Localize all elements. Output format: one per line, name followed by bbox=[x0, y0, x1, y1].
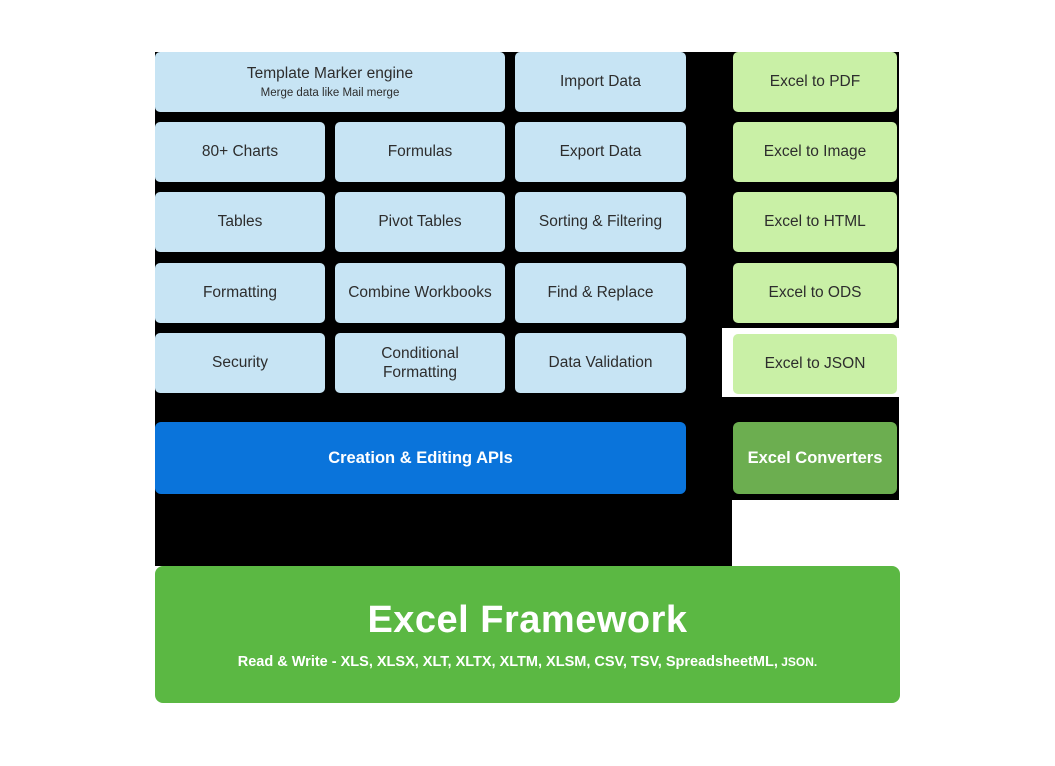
feature-box-combine-workbooks: Combine Workbooks bbox=[335, 263, 505, 323]
feature-label: Pivot Tables bbox=[378, 213, 462, 231]
converter-label: Excel to JSON bbox=[764, 355, 866, 373]
feature-box-find-replace: Find & Replace bbox=[515, 263, 686, 323]
feature-box-pivot-tables: Pivot Tables bbox=[335, 192, 505, 252]
feature-label: Conditional Formatting bbox=[381, 344, 459, 381]
feature-box-data-validation: Data Validation bbox=[515, 333, 686, 393]
feature-box-charts: 80+ Charts bbox=[155, 122, 325, 182]
converter-label: Excel to Image bbox=[763, 143, 867, 161]
feature-label: Find & Replace bbox=[547, 284, 654, 302]
feature-label: Formatting bbox=[202, 284, 278, 302]
feature-label: Template Marker engine bbox=[246, 64, 414, 82]
feature-label: Tables bbox=[217, 213, 263, 231]
feature-box-formatting: Formatting bbox=[155, 263, 325, 323]
feature-label: Sorting & Filtering bbox=[538, 213, 663, 231]
converter-box-excel-to-pdf: Excel to PDF bbox=[733, 52, 897, 112]
diagram-background-bottom bbox=[155, 500, 732, 566]
feature-label: Export Data bbox=[559, 143, 642, 161]
converter-box-excel-to-json: Excel to JSON bbox=[733, 334, 897, 394]
converter-label: Excel to HTML bbox=[764, 213, 866, 231]
excel-framework-box: Excel Framework Read & Write - XLS, XLSX… bbox=[155, 566, 900, 703]
feature-box-tables: Tables bbox=[155, 192, 325, 252]
feature-label: 80+ Charts bbox=[201, 143, 279, 161]
feature-box-formulas: Formulas bbox=[335, 122, 505, 182]
framework-subtitle: Read & Write - XLS, XLSX, XLT, XLTX, XLT… bbox=[238, 654, 817, 670]
excel-converters-banner: Excel Converters bbox=[733, 422, 897, 494]
converter-box-excel-to-html: Excel to HTML bbox=[733, 192, 897, 252]
feature-label: Combine Workbooks bbox=[348, 284, 492, 302]
banner-label: Excel Converters bbox=[747, 448, 883, 467]
framework-title: Excel Framework bbox=[367, 599, 688, 641]
feature-label: Security bbox=[212, 354, 268, 372]
feature-label: Import Data bbox=[560, 73, 641, 91]
converter-box-excel-to-ods: Excel to ODS bbox=[733, 263, 897, 323]
feature-sublabel: Merge data like Mail merge bbox=[260, 87, 400, 99]
converter-box-excel-to-image: Excel to Image bbox=[733, 122, 897, 182]
feature-label: Formulas bbox=[387, 143, 453, 161]
feature-box-conditional-formatting: Conditional Formatting bbox=[335, 333, 505, 393]
creation-editing-apis-banner: Creation & Editing APIs bbox=[155, 422, 686, 494]
feature-box-sorting-filtering: Sorting & Filtering bbox=[515, 192, 686, 252]
feature-label: Data Validation bbox=[548, 354, 653, 372]
framework-subtitle-suffix: JSON. bbox=[777, 655, 818, 669]
feature-box-export-data: Export Data bbox=[515, 122, 686, 182]
banner-label: Creation & Editing APIs bbox=[328, 448, 513, 467]
converter-label: Excel to ODS bbox=[768, 284, 862, 302]
feature-box-import-data: Import Data bbox=[515, 52, 686, 112]
converter-label: Excel to PDF bbox=[769, 73, 861, 91]
framework-subtitle-main: Read & Write - XLS, XLSX, XLT, XLTX, XLT… bbox=[237, 654, 778, 670]
feature-box-template-marker: Template Marker engine Merge data like M… bbox=[155, 52, 505, 112]
feature-box-security: Security bbox=[155, 333, 325, 393]
